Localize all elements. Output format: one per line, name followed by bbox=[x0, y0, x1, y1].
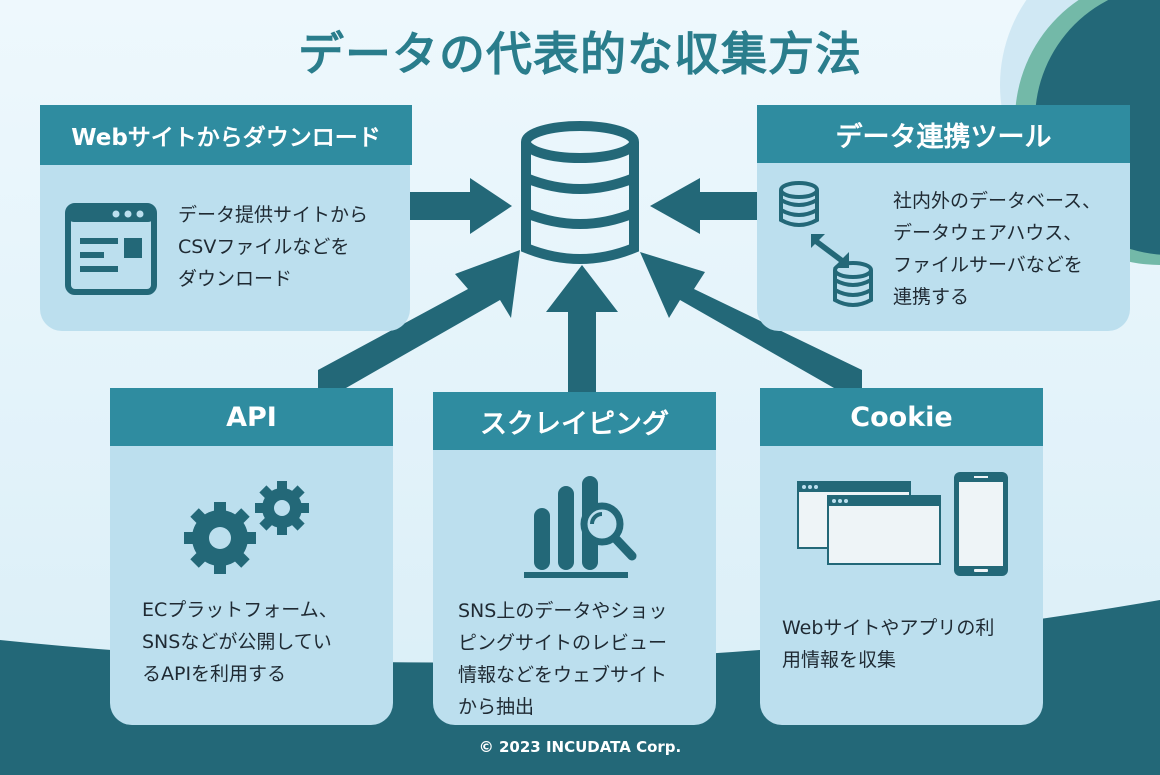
card-description: ECプラットフォーム、 SNSなどが公開してい るAPIを利用する bbox=[142, 599, 338, 685]
browser-window-icon bbox=[65, 203, 157, 295]
card-description: データ提供サイトから CSVファイルなどを ダウンロード bbox=[178, 204, 369, 290]
card-description: 社内外のデータベース、 データウェアハウス、 ファイルサーバなどを 連携する bbox=[893, 190, 1102, 308]
copyright: © 2023 INCUDATA Corp. bbox=[478, 738, 682, 756]
arrow-scraping bbox=[546, 265, 618, 392]
page-title: データの代表的な収集方法 bbox=[298, 27, 862, 81]
card-description: Webサイトやアプリの利 用情報を収集 bbox=[782, 617, 995, 671]
card-header: データ連携ツール bbox=[757, 105, 1130, 163]
arrow-download bbox=[410, 178, 512, 234]
database-icon bbox=[521, 121, 639, 264]
card-header: Cookie bbox=[760, 388, 1043, 446]
gears-icon bbox=[184, 481, 309, 574]
arrow-api bbox=[318, 250, 520, 388]
card-header: スクレイピング bbox=[433, 392, 716, 450]
browser-and-phone-icon bbox=[797, 472, 1008, 576]
arrow-cookie bbox=[640, 252, 862, 388]
card-header: API bbox=[110, 388, 393, 446]
card-description: SNS上のデータやショッ ピングサイトのレビュー 情報などをウェブサイト から抽… bbox=[458, 600, 668, 718]
database-sync-icon bbox=[779, 181, 873, 307]
arrow-integration bbox=[650, 178, 757, 234]
card-header: Webサイトからダウンロード bbox=[40, 105, 412, 165]
chart-search-icon bbox=[524, 476, 637, 578]
